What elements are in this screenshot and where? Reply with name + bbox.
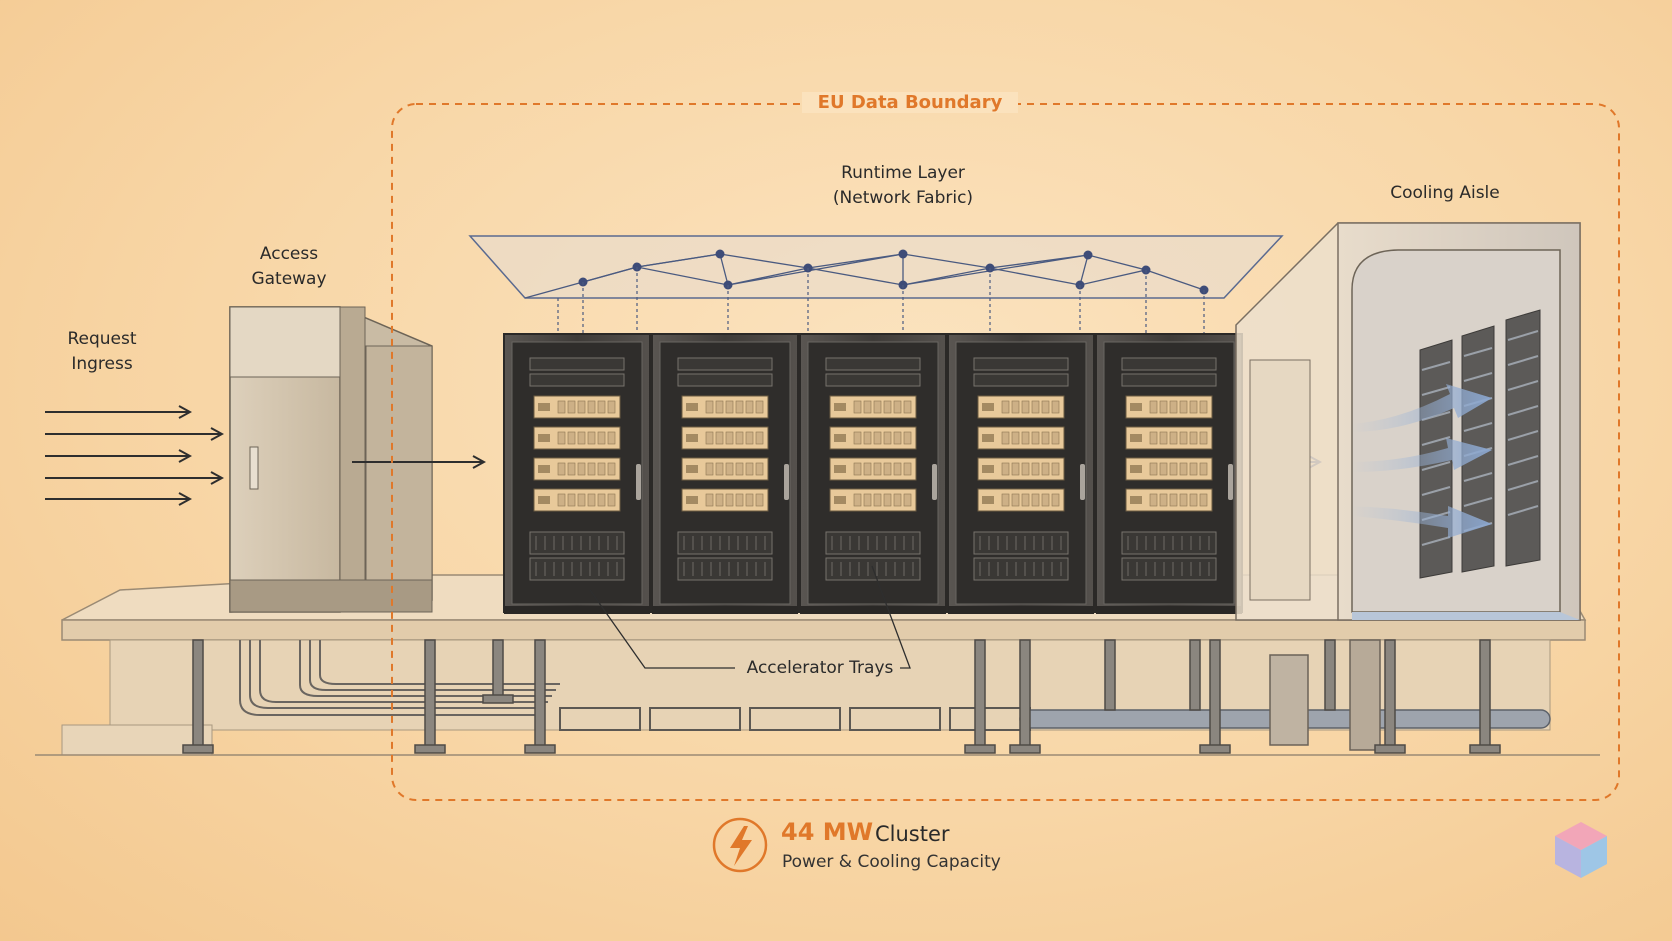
accelerator-tray bbox=[829, 426, 917, 450]
access-gateway-label: Access Gateway bbox=[234, 242, 344, 292]
server-rack bbox=[651, 333, 799, 614]
runtime-layer-line-2: (Network Fabric) bbox=[832, 188, 974, 208]
airflow-arrows bbox=[1352, 384, 1492, 538]
capacity-unit: Cluster bbox=[875, 822, 950, 846]
capacity-subtitle: Power & Cooling Capacity bbox=[782, 852, 1001, 872]
accelerator-tray bbox=[681, 395, 769, 419]
accelerator-trays-callout bbox=[589, 565, 911, 669]
request-ingress-line-1: Request bbox=[67, 329, 137, 349]
accelerator-tray bbox=[829, 395, 917, 419]
raised-floor bbox=[35, 574, 1600, 756]
access-gateway-line-2: Gateway bbox=[251, 269, 327, 289]
server-rack bbox=[1095, 333, 1243, 614]
accelerator-tray bbox=[977, 488, 1065, 512]
accelerator-tray bbox=[977, 457, 1065, 481]
cooling-aisle-label: Cooling Aisle bbox=[1390, 183, 1500, 203]
server-rack bbox=[503, 333, 651, 614]
server-rack bbox=[947, 333, 1095, 614]
accelerator-tray bbox=[1125, 395, 1213, 419]
runtime-layer-line-1: Runtime Layer bbox=[841, 163, 965, 183]
accelerator-tray bbox=[533, 395, 621, 419]
accelerator-trays-label: Accelerator Trays bbox=[746, 658, 894, 678]
runtime-layer-label: Runtime Layer (Network Fabric) bbox=[793, 161, 1013, 211]
eu-data-boundary-label: EU Data Boundary bbox=[802, 92, 1018, 113]
accelerator-tray bbox=[533, 426, 621, 450]
accelerator-tray bbox=[533, 488, 621, 512]
accelerator-tray bbox=[681, 426, 769, 450]
capacity-value: 44 MW bbox=[781, 818, 874, 846]
accelerator-tray bbox=[977, 395, 1065, 419]
accelerator-tray bbox=[1125, 457, 1213, 481]
accelerator-tray bbox=[829, 488, 917, 512]
cube-logo-icon bbox=[1555, 822, 1607, 878]
accelerator-tray bbox=[1125, 488, 1213, 512]
access-gateway-cabinet bbox=[229, 306, 433, 613]
ingress-arrows bbox=[45, 412, 222, 499]
request-ingress-line-2: Ingress bbox=[71, 354, 133, 374]
accelerator-tray bbox=[533, 457, 621, 481]
request-ingress-label: Request Ingress bbox=[52, 327, 152, 377]
accelerator-tray bbox=[977, 426, 1065, 450]
accelerator-tray bbox=[681, 488, 769, 512]
server-rack bbox=[799, 333, 947, 614]
server-racks bbox=[503, 333, 1243, 614]
accelerator-tray bbox=[681, 457, 769, 481]
cooling-louvers bbox=[1419, 309, 1541, 579]
accelerator-tray bbox=[1125, 426, 1213, 450]
accelerator-tray bbox=[829, 457, 917, 481]
lightning-bolt-icon bbox=[712, 817, 768, 873]
access-gateway-line-1: Access bbox=[259, 244, 319, 264]
network-fabric bbox=[468, 235, 1284, 336]
cooling-aisle-enclosure bbox=[1235, 222, 1581, 621]
